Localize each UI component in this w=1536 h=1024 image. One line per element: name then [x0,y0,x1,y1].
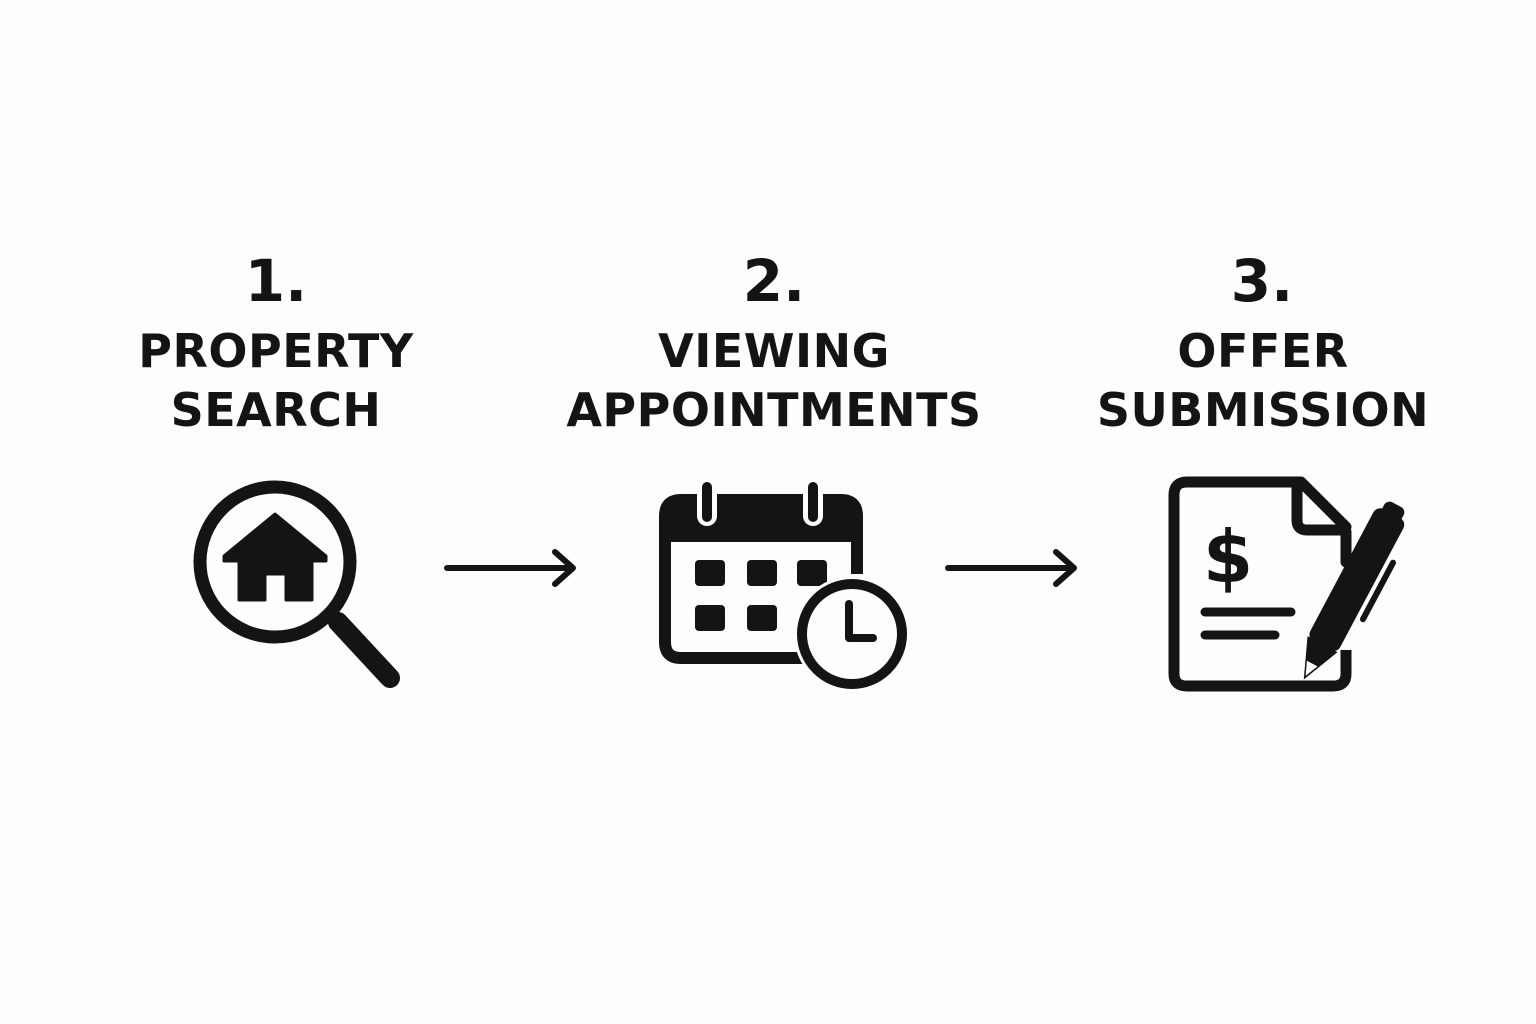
arrow-right-icon [945,549,1077,587]
step-2-number: 2. [742,247,806,315]
step-3-title-line-1: OFFER [1177,324,1349,378]
step-3-title: OFFER SUBMISSION [1033,322,1493,440]
step-2-title-line-1: VIEWING [658,324,890,378]
document-dollar-pen-icon: $ [1168,476,1405,692]
arrow-right-icon [444,549,576,587]
step-1-number: 1. [244,247,308,315]
house-magnifier-icon [193,480,400,688]
dollar-sign-icon: $ [1203,515,1253,599]
step-1-title-line-2: SEARCH [170,383,382,437]
step-1-title: PROPERTY SEARCH [46,322,506,440]
step-2-title: VIEWING APPOINTMENTS [544,322,1004,440]
calendar-clock-icon [659,480,910,692]
step-2-title-line-2: APPOINTMENTS [566,383,982,437]
step-1-title-line-1: PROPERTY [138,324,414,378]
step-3-title-line-2: SUBMISSION [1096,383,1430,437]
step-3-number: 3. [1230,247,1294,315]
